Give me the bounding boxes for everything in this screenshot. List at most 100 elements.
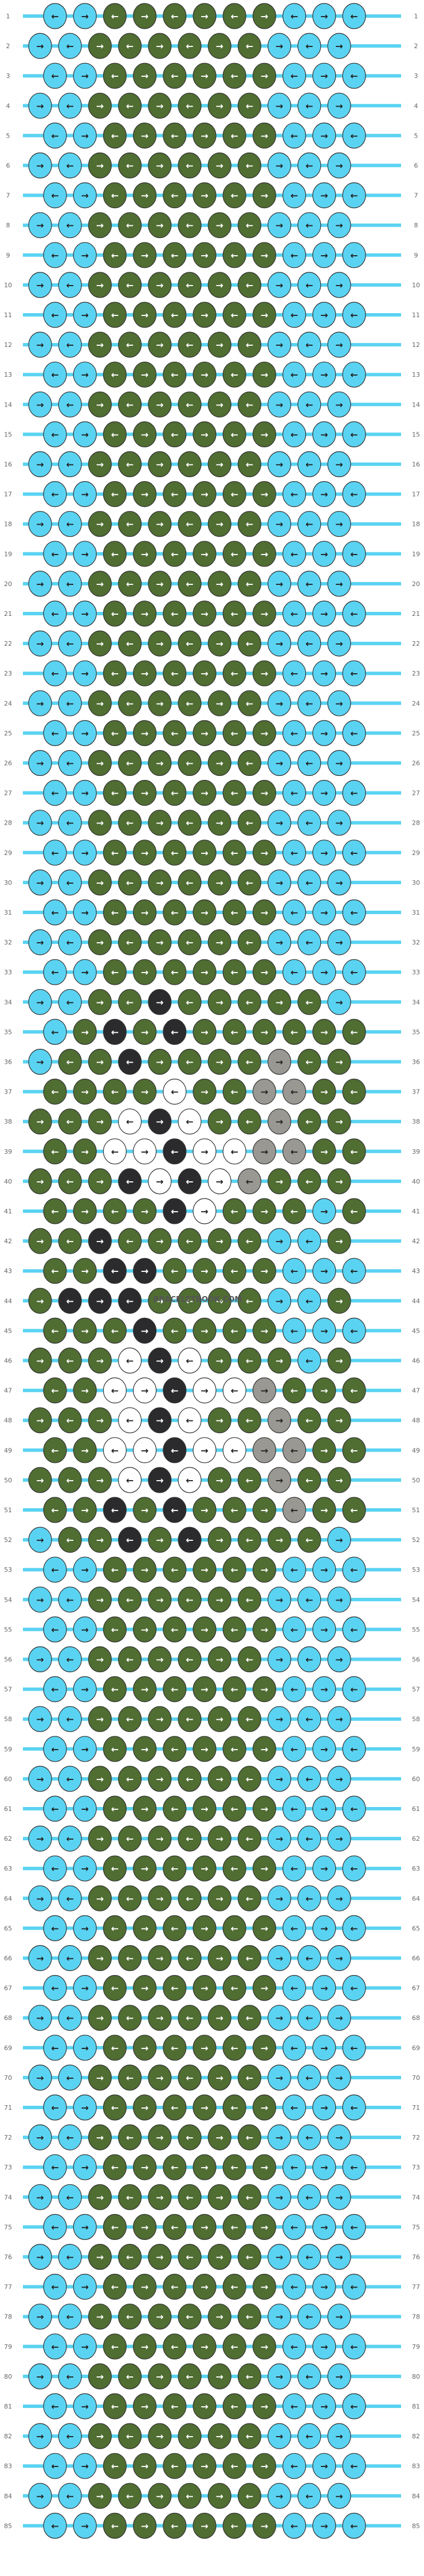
knot-arrow: → xyxy=(156,2431,163,2442)
knot-arrow: ← xyxy=(111,250,119,261)
knot-arrow: → xyxy=(261,1385,268,1396)
knot xyxy=(88,571,112,597)
knot-arrow: ← xyxy=(186,1176,193,1187)
knot xyxy=(163,1198,187,1224)
knot xyxy=(163,840,187,866)
knot-arrow: ← xyxy=(111,11,119,22)
knot xyxy=(103,1198,127,1224)
knot xyxy=(252,361,276,388)
knot xyxy=(193,720,217,747)
knot xyxy=(103,1915,127,1941)
knot-arrow: → xyxy=(81,907,88,918)
knot-arrow: → xyxy=(261,1684,268,1695)
knot-arrow: ← xyxy=(126,161,134,171)
knot xyxy=(222,361,246,388)
knot-arrow: → xyxy=(320,549,328,560)
row-number-right: 84 xyxy=(412,2492,420,2500)
knot-arrow: ← xyxy=(111,549,119,560)
knot-arrow: ← xyxy=(51,1146,58,1157)
knot-arrow: → xyxy=(96,459,104,470)
knot-arrow: ← xyxy=(111,907,119,918)
knot-arrow: → xyxy=(320,728,328,739)
knot xyxy=(103,1317,127,1344)
knot-arrow: → xyxy=(201,429,208,440)
knot-arrow: ← xyxy=(230,1146,238,1157)
knot-arrow: → xyxy=(156,2132,163,2143)
row-number-right: 69 xyxy=(412,2044,420,2052)
knot xyxy=(28,511,52,537)
knot xyxy=(163,2035,187,2061)
knot xyxy=(103,2214,127,2240)
knot-arrow: ← xyxy=(246,100,253,111)
knot-arrow: → xyxy=(320,1505,328,1516)
knot xyxy=(178,1527,202,1553)
knot-arrow: ← xyxy=(230,250,238,261)
knot xyxy=(178,212,202,239)
knot-arrow: ← xyxy=(186,1356,193,1367)
knot xyxy=(237,1228,261,1254)
row-number-right: 15 xyxy=(412,431,420,438)
knot xyxy=(28,2304,52,2330)
knot-arrow: ← xyxy=(51,1923,58,1934)
knot-arrow: → xyxy=(36,280,44,291)
knot xyxy=(297,511,321,537)
knot-arrow: ← xyxy=(66,1057,73,1068)
knot-arrow: ← xyxy=(186,2132,193,2143)
knot-arrow: ← xyxy=(230,2341,238,2352)
knot xyxy=(312,1437,336,1463)
knot-arrow: → xyxy=(141,1983,148,1994)
knot xyxy=(207,2005,231,2031)
row-number-left: 7 xyxy=(6,192,10,200)
knot-arrow: ← xyxy=(230,1385,238,1396)
knot-arrow: ← xyxy=(246,818,253,829)
row-number-left: 35 xyxy=(4,1028,12,1036)
knot xyxy=(118,1467,142,1493)
knot-arrow: → xyxy=(261,2461,268,2472)
row-number-left: 28 xyxy=(4,819,12,827)
knot-arrow: ← xyxy=(171,1445,178,1456)
knot xyxy=(148,212,172,239)
knot-arrow: ← xyxy=(126,2431,134,2442)
knot xyxy=(207,1885,231,1911)
row-number-right: 7 xyxy=(414,192,418,200)
knot xyxy=(73,840,97,866)
knot xyxy=(43,2393,67,2419)
knot xyxy=(268,152,292,179)
knot-arrow: → xyxy=(36,1117,44,1127)
knot xyxy=(207,272,231,298)
knot-arrow: ← xyxy=(171,848,178,858)
knot xyxy=(118,2243,142,2270)
knot-arrow: ← xyxy=(305,818,313,829)
knot xyxy=(252,63,276,89)
knot xyxy=(148,1048,172,1075)
knot-arrow: → xyxy=(96,1774,104,1785)
knot-arrow: ← xyxy=(350,1863,358,1874)
knot xyxy=(237,33,261,59)
knot-arrow: ← xyxy=(230,2162,238,2173)
knot-arrow: ← xyxy=(66,1774,73,1785)
knot xyxy=(58,92,82,119)
knot xyxy=(178,1168,202,1195)
knot xyxy=(163,959,187,985)
knot-arrow: → xyxy=(201,728,208,739)
knot xyxy=(222,2274,246,2300)
knot-arrow: → xyxy=(201,1266,208,1277)
knot xyxy=(103,1437,127,1463)
knot-arrow: → xyxy=(215,519,223,530)
row-number-left: 67 xyxy=(4,1985,12,1992)
knot-arrow: ← xyxy=(51,1266,58,1277)
knot xyxy=(163,2154,187,2180)
knot-arrow: → xyxy=(335,1236,343,1247)
knot xyxy=(268,750,292,776)
knot-arrow: → xyxy=(96,519,104,530)
knot xyxy=(103,2094,127,2121)
knot xyxy=(88,2243,112,2270)
knot xyxy=(178,1048,202,1075)
knot xyxy=(118,1287,142,1314)
knot xyxy=(43,2094,67,2121)
knot xyxy=(222,1377,246,1404)
knot xyxy=(282,2512,307,2539)
knot-arrow: ← xyxy=(305,459,313,470)
knot-arrow: ← xyxy=(246,399,253,410)
